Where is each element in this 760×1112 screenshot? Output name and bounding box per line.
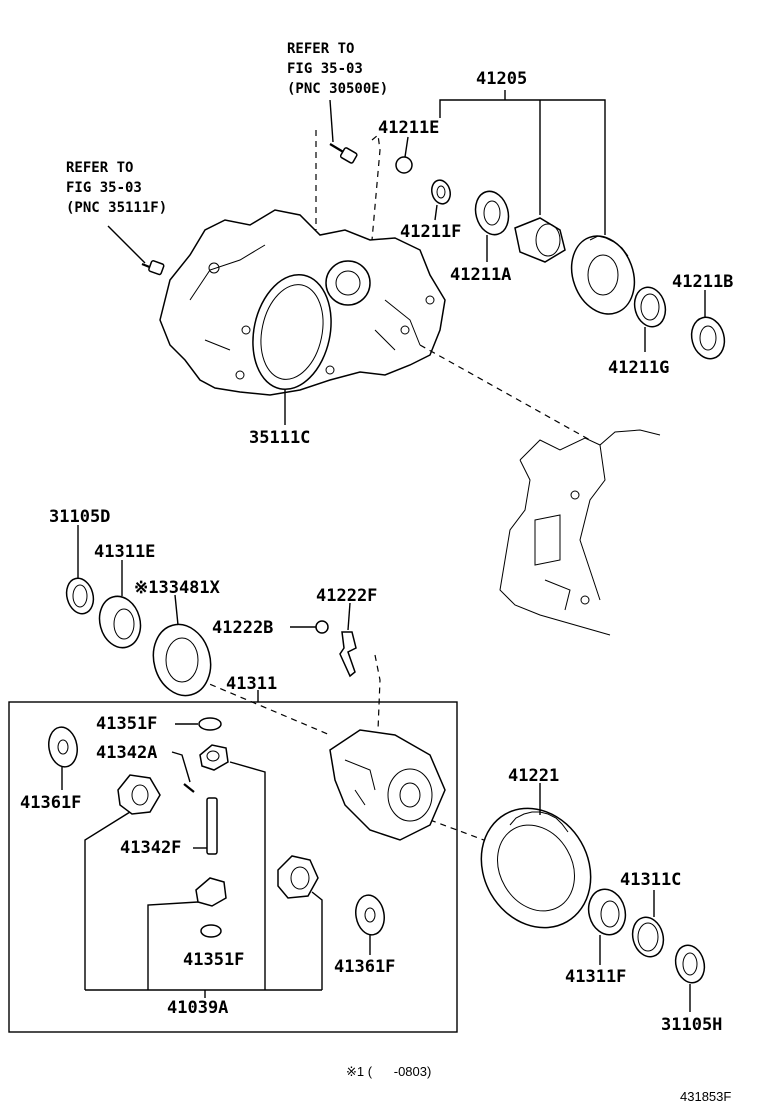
part-label[interactable]: 41342A xyxy=(96,743,157,763)
bearing-41211B xyxy=(690,316,726,360)
seal-31105D xyxy=(65,577,95,615)
figure-code: 431853F xyxy=(680,1089,731,1104)
part-label[interactable]: 41351F xyxy=(183,950,244,970)
ring-gear-41221 xyxy=(480,807,592,929)
ring-41211G xyxy=(633,286,667,328)
case-fragment xyxy=(499,429,661,636)
ref-line: (PNC 30500E) xyxy=(287,81,388,97)
gear-41205 xyxy=(570,235,636,315)
side-gear-left xyxy=(117,774,161,815)
ring-41311C xyxy=(631,916,665,958)
washer-41351F xyxy=(198,717,222,731)
differential-box xyxy=(8,701,458,1033)
part-label[interactable]: 41222B xyxy=(212,618,273,638)
washer-41361F-right xyxy=(355,894,385,936)
ref-line: REFER TO xyxy=(66,160,133,176)
part-label[interactable]: 35111C xyxy=(249,428,310,448)
part-label[interactable]: 41311 xyxy=(226,674,277,694)
part-label[interactable]: 31105H xyxy=(661,1015,722,1035)
part-label[interactable]: 41311C xyxy=(620,870,681,890)
drive-pinion xyxy=(514,217,566,263)
ring-41211F xyxy=(431,179,451,205)
bearing-41211A xyxy=(474,190,510,236)
part-label[interactable]: 41342F xyxy=(120,838,181,858)
ref-line: FIG 35-03 xyxy=(66,180,142,196)
part-label[interactable]: 41351F xyxy=(96,714,157,734)
seal-33481X xyxy=(152,623,212,697)
washer-41361F-left xyxy=(48,726,78,768)
part-label[interactable]: 41211G xyxy=(608,358,669,378)
part-label[interactable]: 41311F xyxy=(565,967,626,987)
shaft-41342F xyxy=(206,797,218,855)
part-label[interactable]: 41211A xyxy=(450,265,511,285)
part-label[interactable]: 41222F xyxy=(316,586,377,606)
part-label[interactable]: ※133481X xyxy=(134,578,221,598)
part-label[interactable]: 41211E xyxy=(378,118,439,138)
side-gear-right xyxy=(277,855,319,899)
part-label[interactable]: 41039A xyxy=(167,998,228,1018)
part-label[interactable]: 41311E xyxy=(94,542,155,562)
differential-case xyxy=(329,729,446,841)
pin-41342A xyxy=(183,783,195,793)
bolt-41222B xyxy=(315,620,329,634)
part-label[interactable]: 41221 xyxy=(508,766,559,786)
bearing-41311E xyxy=(98,595,142,649)
ref-line: FIG 35-03 xyxy=(287,61,363,77)
part-label[interactable]: 41211B xyxy=(672,272,733,292)
footnote: ※1 ( -0803) xyxy=(346,1064,431,1079)
part-label[interactable]: 41361F xyxy=(334,957,395,977)
part-label[interactable]: 41361F xyxy=(20,793,81,813)
ref-line: REFER TO xyxy=(287,41,354,57)
bolt-icon xyxy=(329,143,358,164)
part-label[interactable]: 41211F xyxy=(400,222,461,242)
bracket-41222F xyxy=(339,631,357,678)
pinion-gear-bottom xyxy=(195,877,227,907)
part-label[interactable]: 41205 xyxy=(476,69,527,89)
bearing-41311F xyxy=(587,888,627,936)
reference-note-35111F: REFER TO FIG 35-03 (PNC 35111F) xyxy=(66,160,167,216)
seal-41211E xyxy=(395,156,413,174)
part-label[interactable]: 31105D xyxy=(49,507,110,527)
seal-31105H xyxy=(674,944,706,984)
bolt-icon xyxy=(141,260,165,276)
ref-line: (PNC 35111F) xyxy=(66,200,167,216)
transaxle-housing xyxy=(159,209,446,396)
washer-41351F-bottom xyxy=(200,924,222,938)
reference-note-30500E: REFER TO FIG 35-03 (PNC 30500E) xyxy=(287,41,388,97)
pinion-gear xyxy=(199,744,229,771)
